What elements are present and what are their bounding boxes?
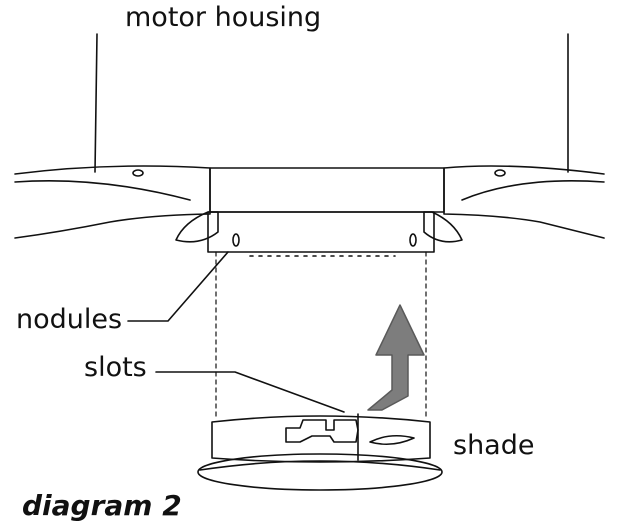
left-blade-arm — [175, 211, 219, 243]
shade-slot — [285, 419, 359, 443]
shade-collar — [211, 415, 431, 463]
right-blade-arm — [423, 211, 463, 243]
motor-housing — [94, 33, 569, 173]
alignment-guides — [215, 251, 427, 419]
shade-label: shade — [453, 430, 535, 461]
left-blade-lower-edge — [14, 180, 191, 201]
left-nodule — [232, 233, 240, 247]
hub-upper-block — [209, 167, 445, 213]
motor-housing-label: motor housing — [125, 2, 322, 33]
right-nodule — [409, 233, 417, 247]
nodules-label: nodules — [16, 304, 123, 335]
hub-lower-block — [207, 211, 435, 253]
left-fan-blade — [14, 165, 211, 239]
slots-label: slots — [84, 352, 147, 383]
diagram-caption: diagram 2 — [22, 489, 182, 522]
up-arrow-icon — [367, 304, 425, 411]
right-fan-blade — [443, 165, 605, 239]
shade-rim — [197, 453, 443, 491]
right-blade-screw — [494, 169, 506, 177]
shade-rim-top — [199, 460, 441, 471]
nodules-leader-line — [127, 251, 229, 322]
shade-slot-detail — [369, 434, 415, 446]
left-blade-screw — [132, 169, 144, 177]
right-blade-lower-edge — [461, 180, 605, 201]
slots-leader-line — [155, 371, 345, 413]
shade — [197, 413, 443, 491]
